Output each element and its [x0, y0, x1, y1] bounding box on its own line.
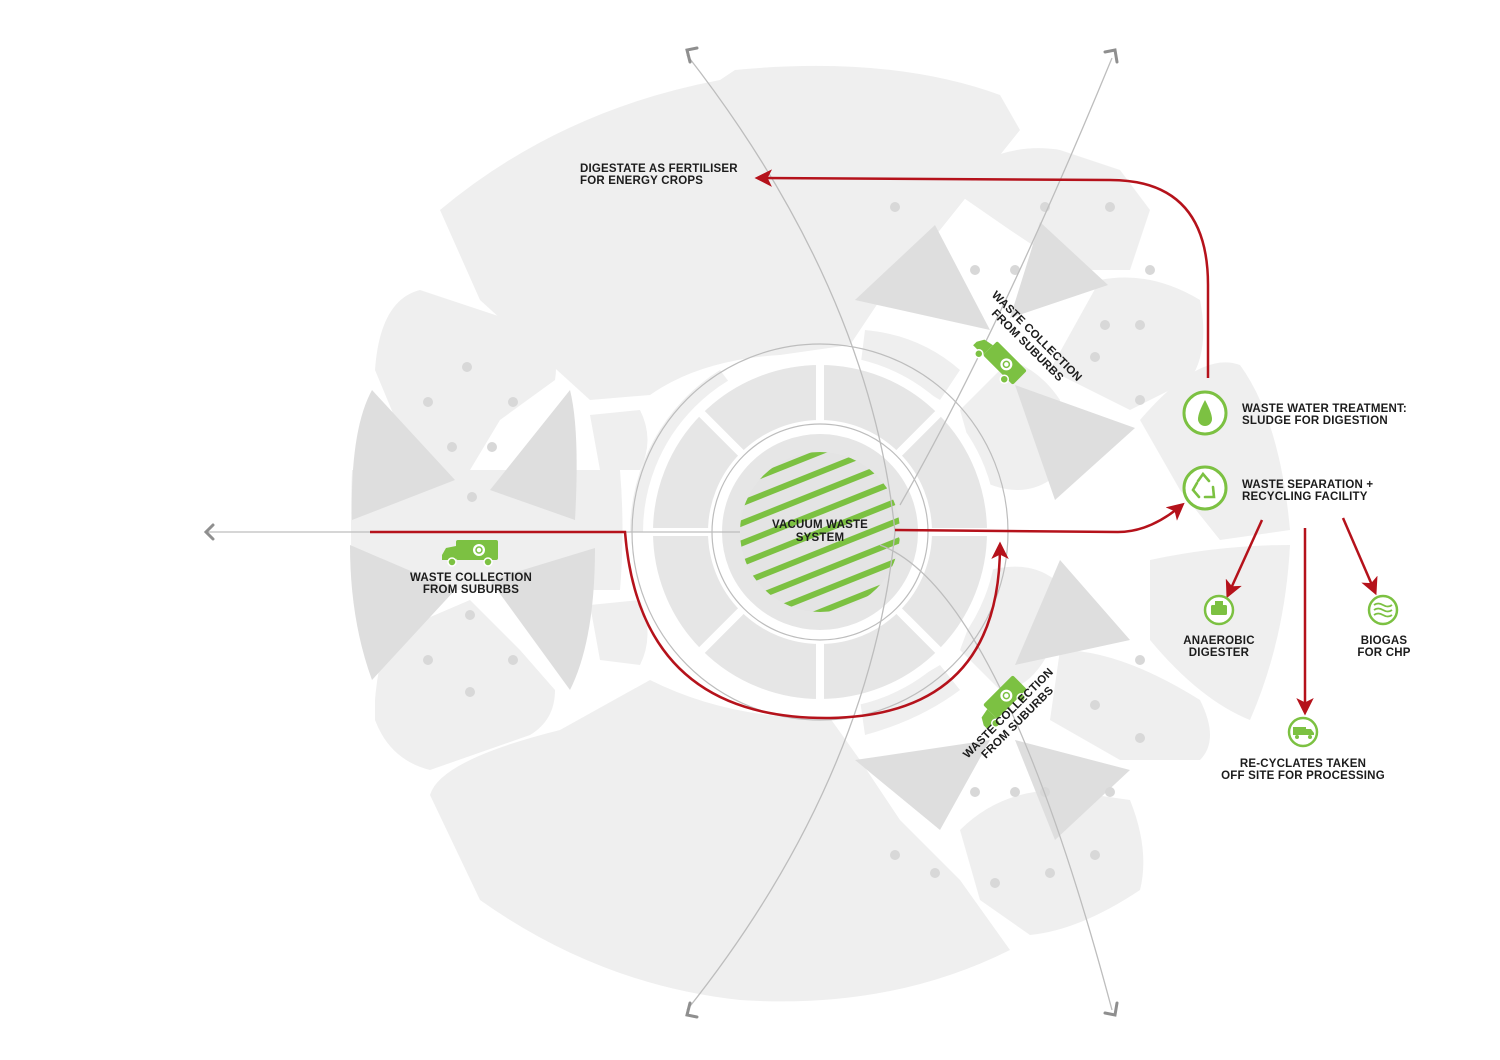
triangle-ne-2 — [1010, 222, 1108, 318]
flow-west-loop — [370, 530, 1009, 720]
road-sw — [686, 531, 896, 1011]
recyclates-truck-icon — [1287, 716, 1319, 748]
block-e-2 — [1150, 545, 1290, 720]
triangle-plazas — [350, 222, 1135, 840]
hub-label-line2: SYSTEM — [796, 532, 845, 544]
triangle-w-1 — [351, 390, 455, 520]
triangle-e-1 — [1015, 385, 1135, 500]
triangle-se-3 — [1015, 740, 1130, 840]
road-end-chevrons — [203, 46, 1119, 1019]
anaerobic-line1: ANAEROBIC — [1183, 635, 1254, 647]
recyclates-line2: OFF SITE FOR PROCESSING — [1221, 770, 1385, 782]
block-west-upper — [375, 290, 556, 470]
hub-label-line1: VACUUM WASTE — [772, 519, 868, 531]
biogas-line1: BIOGAS — [1361, 635, 1408, 647]
road-nw — [686, 54, 896, 533]
recycling-truck-icon-se — [981, 675, 1027, 729]
flow-to-separation — [894, 502, 1185, 534]
recyclates-line1: RE-CYCLATES TAKEN — [1240, 758, 1366, 770]
flow-to-biogas — [1341, 517, 1378, 596]
anaerobic-line2: DIGESTER — [1189, 647, 1250, 659]
water-drop-icon — [1182, 390, 1228, 436]
road-se — [879, 544, 1113, 1011]
water-treatment-line1: WASTE WATER TREATMENT: — [1242, 403, 1407, 415]
recycling-truck-icon-west — [442, 540, 498, 567]
block-north — [440, 65, 1020, 400]
vacuum-hub: VACUUM WASTE SYSTEM — [740, 452, 900, 612]
triangle-se-2 — [855, 740, 990, 830]
triangle-ne-1 — [855, 225, 990, 330]
block-se-2 — [960, 790, 1144, 935]
digester-tank-icon — [1203, 594, 1235, 626]
digestate-label-line2: FOR ENERGY CROPS — [580, 175, 703, 187]
triangle-w-4 — [490, 548, 595, 690]
block-se-1 — [1050, 650, 1210, 760]
collection-west-line2: FROM SUBURBS — [423, 584, 519, 596]
triangle-w-3 — [350, 545, 455, 680]
separation-line1: WASTE SEPARATION + — [1242, 479, 1373, 491]
flow-digestate — [754, 169, 1210, 378]
digestate-label-line1: DIGESTATE AS FERTILISER — [580, 163, 738, 175]
triangle-se-1 — [1015, 560, 1130, 665]
flow-to-digester — [1225, 519, 1264, 599]
waste-flows — [370, 169, 1378, 720]
block-ne-2 — [1050, 277, 1204, 410]
block-south — [430, 680, 1010, 1002]
water-treatment-line2: SLUDGE FOR DIGESTION — [1242, 415, 1388, 427]
block-inner-se — [860, 665, 960, 735]
block-inner-ne — [860, 330, 960, 400]
block-e-1 — [1140, 362, 1290, 540]
biogas-waves-icon — [1367, 594, 1399, 626]
triangle-w-2 — [490, 390, 577, 520]
biogas-line2: FOR CHP — [1357, 647, 1410, 659]
block-dots — [423, 202, 1155, 888]
collection-west-line1: WASTE COLLECTION — [410, 572, 532, 584]
block-west-lower — [375, 600, 555, 770]
separation-line2: RECYCLING FACILITY — [1242, 491, 1368, 503]
block-west-inner-top — [590, 410, 648, 470]
block-west-inner-bottom — [590, 600, 648, 665]
recycle-icon — [1182, 465, 1228, 511]
road-ne — [899, 57, 1113, 506]
recycling-truck-icon-ne — [973, 339, 1027, 385]
